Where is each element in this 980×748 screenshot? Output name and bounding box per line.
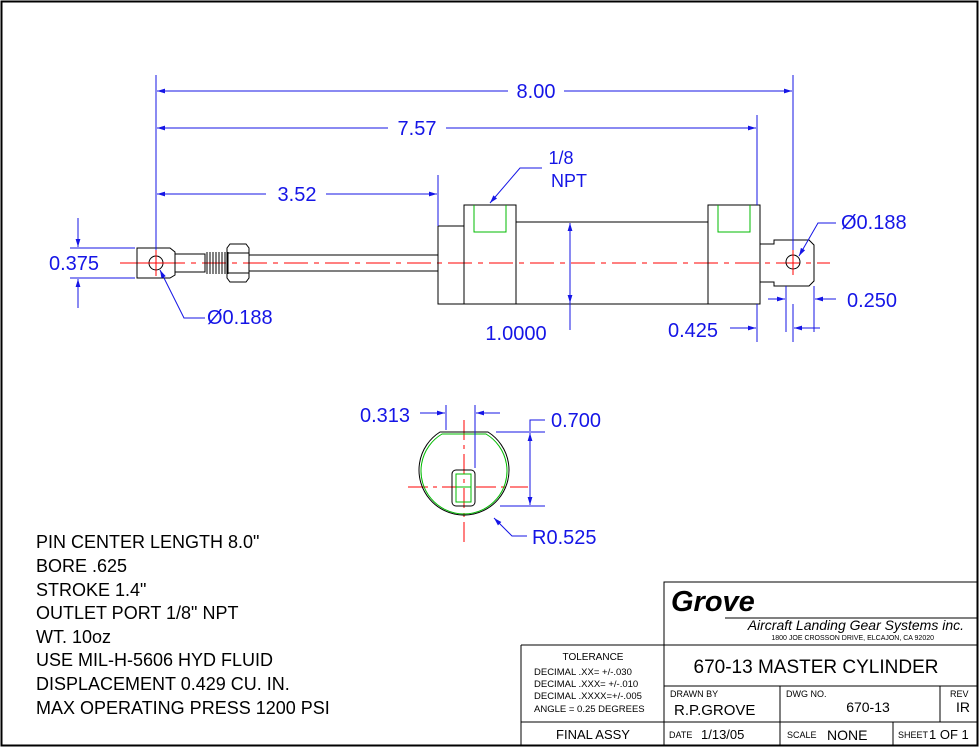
gland-collar	[437, 225, 465, 305]
port-label-npt: NPT	[551, 171, 587, 191]
note-outlet-port: OUTLET PORT 1/8" NPT	[36, 603, 239, 623]
end-dimension-labels: 0.313 0.700 R0.525	[360, 405, 601, 549]
tolerance-header: TOLERANCE	[563, 652, 624, 663]
date-label: DATE	[669, 730, 692, 740]
note-max-pressure: MAX OPERATING PRESS 1200 PSI	[36, 698, 330, 718]
right-port-block	[707, 204, 761, 305]
company-address: 1800 JOE CROSSON DRIVE, ELCAJON, CA 9202…	[771, 635, 934, 642]
dim-clevis-length: 0.425	[668, 320, 718, 342]
side-view	[120, 204, 830, 305]
note-stroke: STROKE 1.4"	[36, 580, 147, 600]
sheet-value: 1 OF 1	[929, 727, 969, 742]
tolerance-line-3: DECIMAL .XXXX=+/-.005	[534, 691, 642, 702]
end-slot	[451, 469, 476, 507]
scale-label: SCALE	[787, 730, 817, 740]
port-label-size: 1/8	[548, 148, 573, 168]
tolerance-line-1: DECIMAL .XX= +/-.030	[534, 667, 632, 678]
tolerance-line-4: ANGLE = 0.25 DEGREES	[534, 704, 645, 715]
right-port-hidden	[717, 205, 751, 233]
company-logo: Grove	[671, 586, 755, 618]
end-view	[408, 420, 528, 545]
dim-slot-width: 0.313	[360, 405, 410, 427]
left-port-block	[463, 204, 517, 305]
jam-nut	[226, 243, 250, 283]
rod-eye	[136, 247, 176, 279]
dim-end-radius: R0.525	[532, 527, 597, 549]
left-port-hidden	[473, 205, 507, 233]
end-slot-hidden	[455, 473, 472, 503]
side-dimension-labels: 8.00 7.57 3.52 1/8 NPT 0.375 Ø0.188 Ø0.1…	[49, 81, 907, 345]
drawing-title: 670-13 MASTER CYLINDER	[694, 657, 939, 678]
dim-rod-eye-hole: Ø0.188	[207, 307, 273, 329]
company-full-name: Aircraft Landing Gear Systems inc.	[747, 617, 964, 633]
note-pin-center: PIN CENTER LENGTH 8.0"	[36, 532, 260, 552]
tolerance-line-2: DECIMAL .XXX= +/-.010	[534, 679, 638, 690]
sheet-label: SHEET	[898, 730, 929, 740]
end-clevis	[760, 239, 815, 287]
dim-length-352: 3.52	[278, 184, 317, 206]
dim-length-757: 7.57	[398, 118, 437, 140]
dim-end-height: 0.700	[551, 410, 601, 432]
end-dimensions	[420, 405, 545, 537]
dim-body-dia: 1.0000	[485, 323, 546, 345]
note-fluid: USE MIL-H-5606 HYD FLUID	[36, 650, 274, 670]
dim-overall-length: 8.00	[517, 81, 556, 103]
thread-lines	[206, 252, 229, 274]
note-displacement: DISPLACEMENT 0.429 CU. IN.	[36, 674, 290, 694]
dwg-no-label: DWG NO.	[786, 689, 827, 699]
rod-thread	[174, 253, 206, 273]
date-value: 1/13/05	[701, 727, 744, 742]
note-bore: BORE .625	[36, 556, 128, 576]
final-assy: FINAL ASSY	[556, 727, 630, 742]
drawn-by-value: R.P.GROVE	[674, 702, 755, 719]
title-block	[520, 581, 978, 746]
rev-label: REV	[950, 689, 969, 699]
title-block-text: Grove Aircraft Landing Gear Systems inc.…	[534, 586, 970, 743]
end-flange-outline	[418, 431, 510, 516]
dim-clevis-hole: Ø0.188	[841, 212, 907, 234]
dim-rod-eye-height: 0.375	[49, 253, 99, 275]
scale-value: NONE	[827, 727, 867, 743]
dwg-no-value: 670-13	[846, 699, 890, 715]
note-weight: WT. 10oz	[36, 627, 112, 647]
side-dimensions	[70, 75, 836, 342]
end-flange-hidden	[420, 433, 508, 515]
dim-clevis-end: 0.250	[847, 290, 897, 312]
drawn-by-label: DRAWN BY	[670, 689, 718, 699]
rev-value: IR	[956, 699, 970, 715]
